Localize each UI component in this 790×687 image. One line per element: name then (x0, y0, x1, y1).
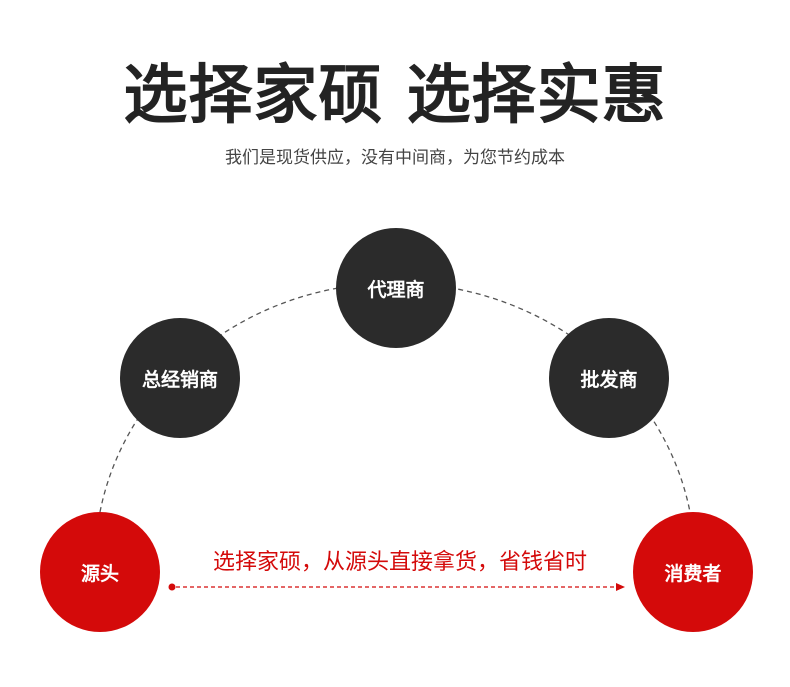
node-source: 源头 (40, 512, 160, 632)
node-consumer-label: 消费者 (664, 562, 722, 585)
node-wholesaler: 批发商 (549, 318, 669, 438)
node-consumer: 消费者 (633, 512, 753, 632)
node-agent: 代理商 (336, 228, 456, 348)
flow-label: 选择家硕，从源头直接拿货，省钱省时 (212, 550, 587, 575)
node-agent-label: 代理商 (367, 278, 425, 301)
page-title: 选择家硕 选择实惠 (123, 59, 667, 133)
node-wholesaler-label: 批发商 (580, 368, 638, 391)
page-subtitle: 我们是现货供应，没有中间商，为您节约成本 (225, 148, 565, 168)
node-source-label: 源头 (80, 562, 119, 585)
node-general-distributor-label: 总经销商 (141, 368, 218, 391)
flow-start-dot (168, 583, 176, 591)
node-general-distributor: 总经销商 (120, 318, 240, 438)
